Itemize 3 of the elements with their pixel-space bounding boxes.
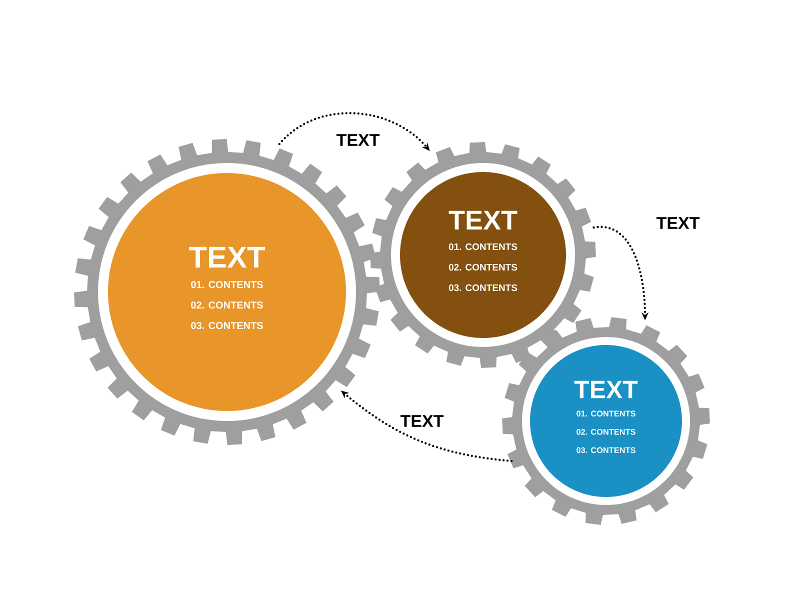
gear: TEXT 01. CONTENTS 02. CONTENTS 03. CONTENTS bbox=[502, 317, 710, 525]
edge-label: TEXT bbox=[656, 217, 700, 229]
edge-label: TEXT bbox=[400, 415, 444, 427]
